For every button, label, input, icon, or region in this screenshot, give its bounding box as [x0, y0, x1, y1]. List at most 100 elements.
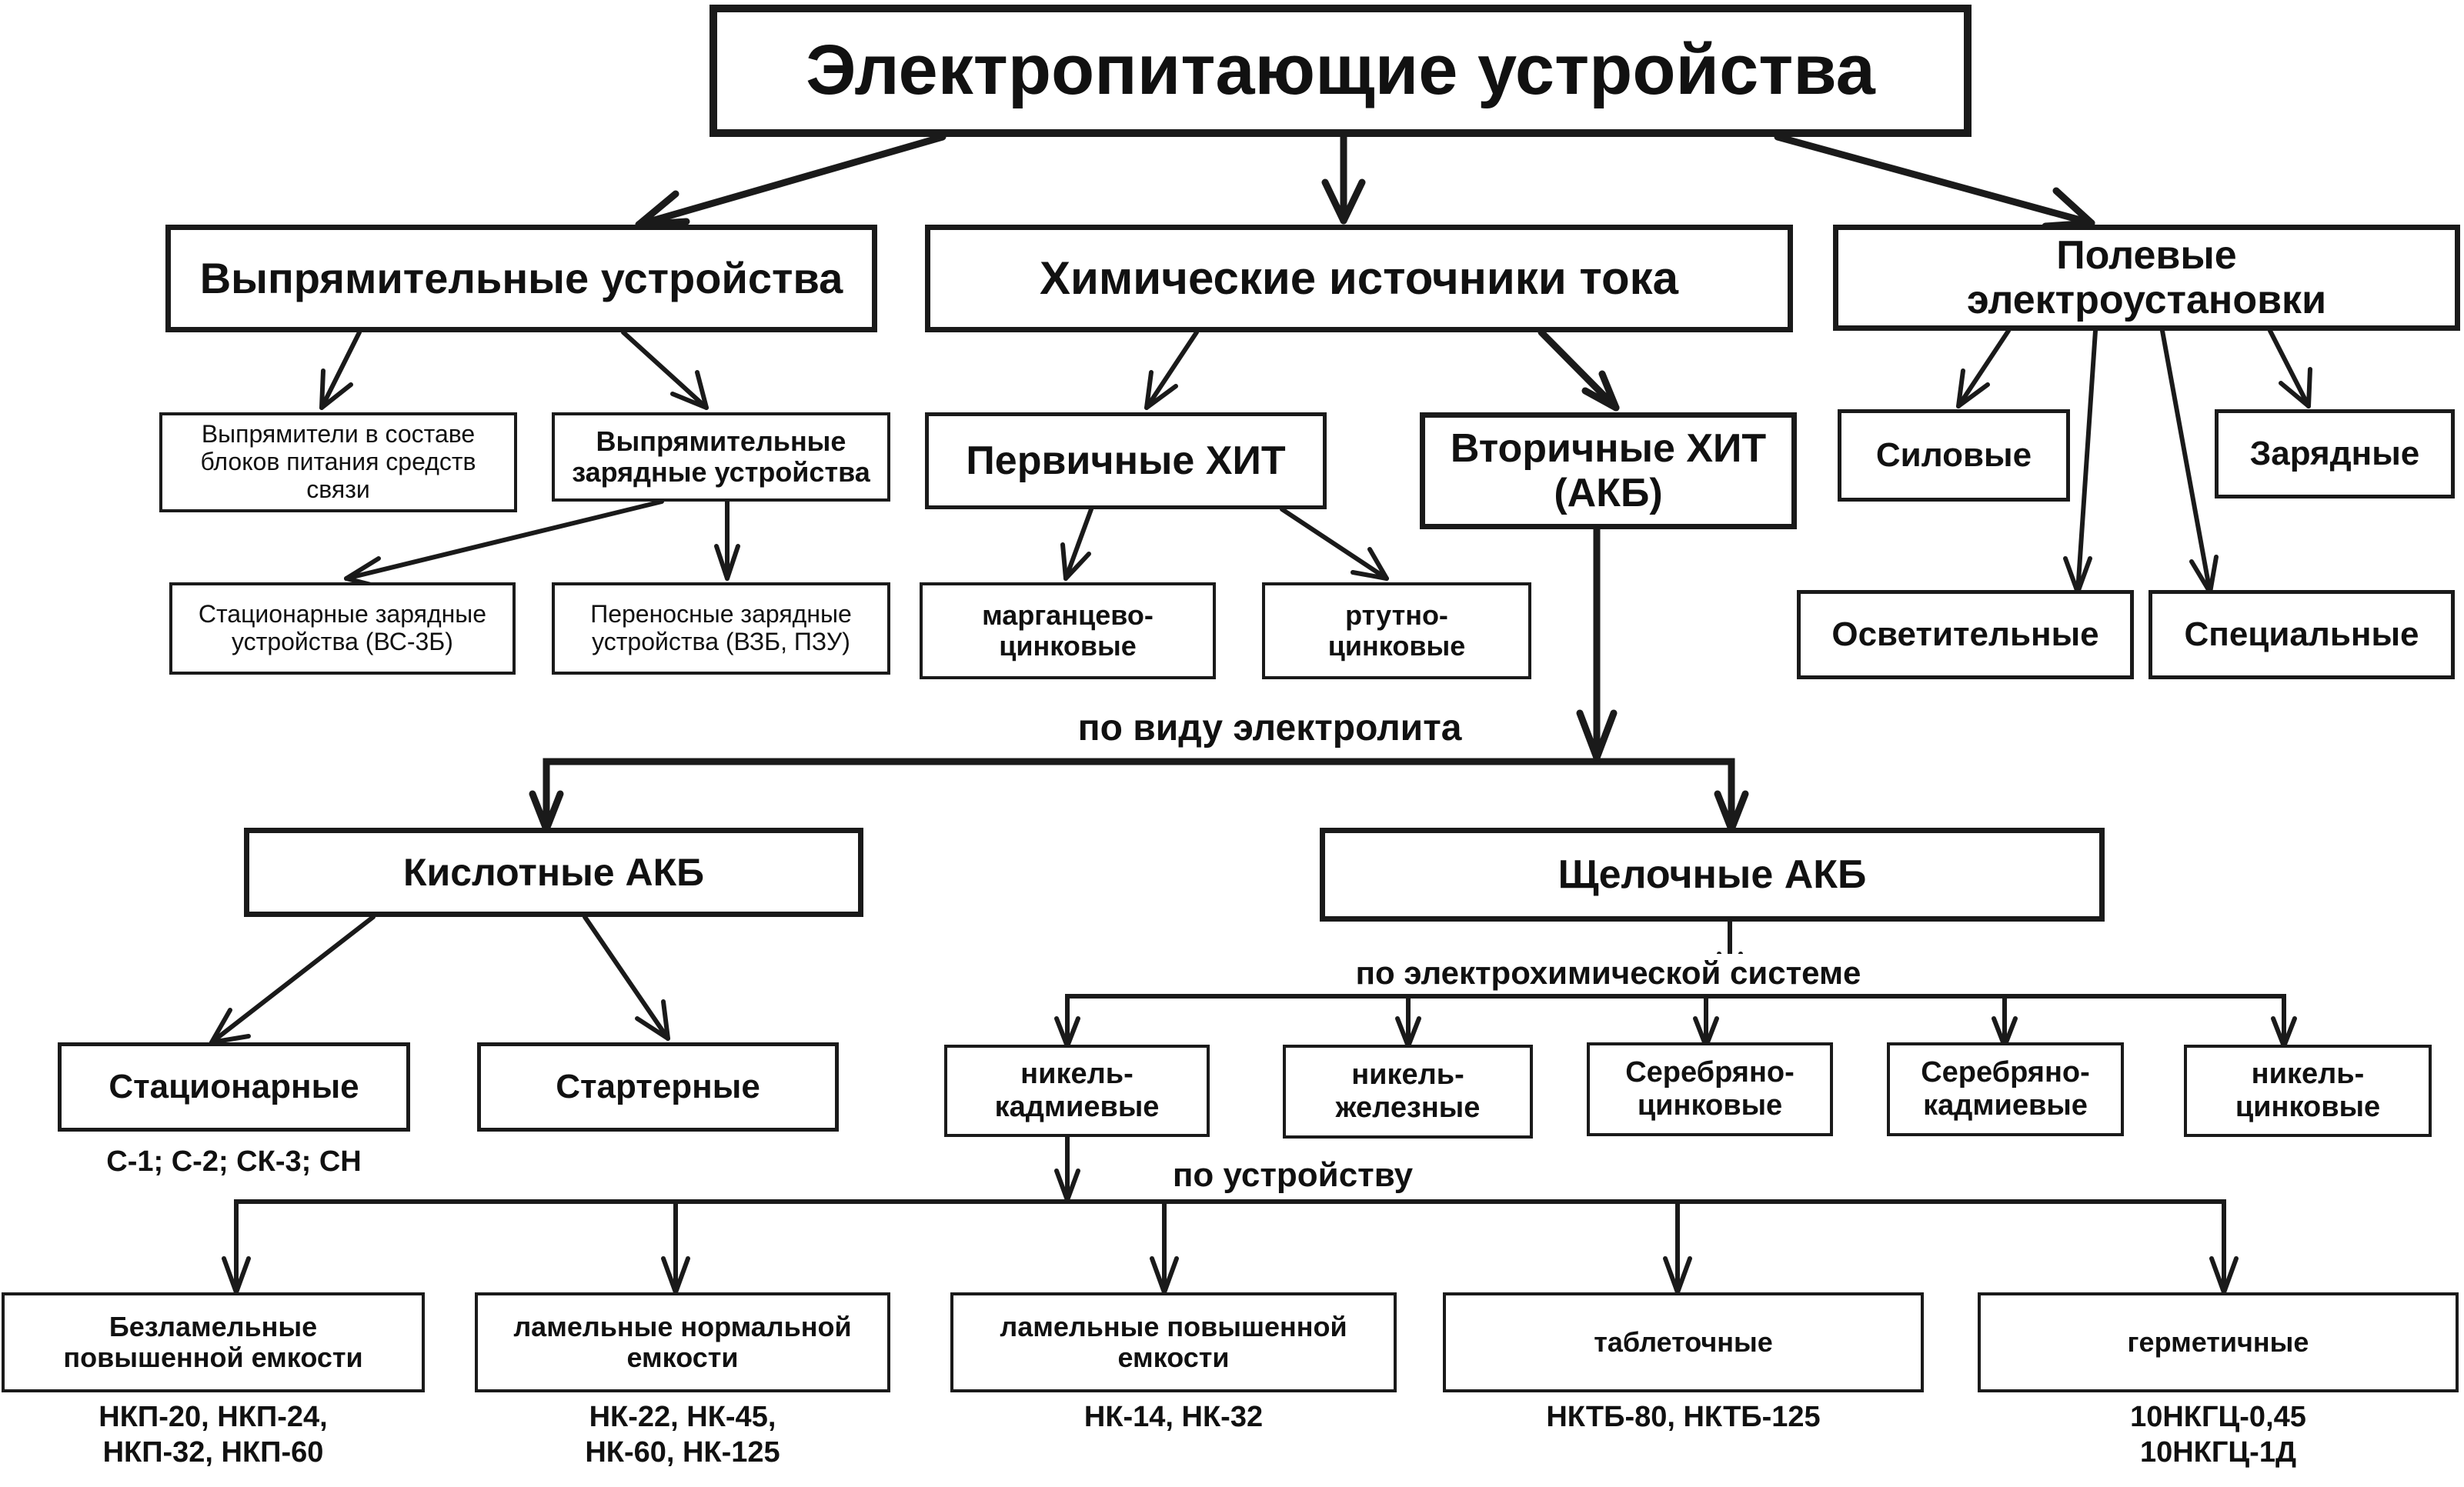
chargers-line1: Выпрямительные — [596, 425, 846, 457]
node-acid-stationary: Стационарные — [58, 1042, 410, 1132]
design-2-models-line2: НК-60, НК-125 — [585, 1435, 780, 1469]
design-split-line — [234, 1199, 2226, 1295]
in-comms-line1: Выпрямители в составе — [201, 420, 476, 448]
field-label-line1: Полевые — [2056, 232, 2237, 278]
arrow-chem-primary — [1144, 330, 1199, 410]
node-alkaline: Щелочные АКБ — [1320, 828, 2105, 922]
acid-starter-label: Стартерные — [556, 1068, 760, 1106]
design-2-line2: емкости — [626, 1342, 739, 1373]
alkaline-label: Щелочные АКБ — [1558, 852, 1867, 897]
node-title: Электропитающие устройства — [709, 5, 1972, 137]
alk-4-line1: Серебряно- — [1921, 1056, 2090, 1089]
secondary-line2: (АКБ) — [1554, 471, 1663, 515]
chargers-line2: зарядные устройства — [572, 456, 870, 488]
node-chemical: Химические источники тока — [925, 225, 1793, 332]
acid-models: С-1; С-2; СК-3; СН — [106, 1145, 362, 1178]
secondary-line1: Вторичные ХИТ — [1450, 425, 1767, 471]
arrow-field-special — [2160, 328, 2212, 595]
arrow-rect-in-comms — [319, 330, 362, 410]
alkaline-split-line — [1065, 994, 2286, 1049]
node-rect-chargers: Выпрямительные зарядные устройства — [552, 412, 890, 502]
chemical-label: Химические источники тока — [1039, 252, 1679, 305]
stationary-chargers-line2: устройства (ВС-3Б) — [232, 628, 453, 655]
electrolyte-split-line — [543, 758, 1735, 833]
acid-stationary-label: Стационарные — [109, 1068, 359, 1106]
stationary-chargers-line1: Стационарные зарядные — [198, 600, 487, 628]
node-primary: Первичные ХИТ — [925, 412, 1327, 509]
node-rectifiers: Выпрямительные устройства — [165, 225, 877, 332]
node-design-tablet: таблеточные — [1443, 1292, 1924, 1392]
node-acid: Кислотные АКБ — [244, 828, 863, 917]
node-design-no-lamella: Безламельные повышенной емкости — [2, 1292, 425, 1392]
arrow-title-rectifiers — [635, 133, 947, 228]
node-design-lamella-high: ламельные повышенной емкости — [950, 1292, 1397, 1392]
alk-3-line2: цинковые — [1637, 1089, 1783, 1122]
arrow-primary-manganese — [1063, 507, 1093, 581]
arrow-chem-secondary — [1537, 328, 1620, 412]
design-5-models-line2: 10НКГЦ-1Д — [2139, 1435, 2297, 1469]
design-5-line1: герметичные — [2127, 1325, 2309, 1358]
power-label: Силовые — [1875, 436, 2032, 475]
node-secondary: Вторичные ХИТ (АКБ) — [1420, 412, 1797, 529]
alk-1-line2: кадмиевые — [994, 1091, 1160, 1123]
node-portable-chargers: Переносные зарядные устройства (ВЗБ, ПЗУ… — [552, 582, 890, 675]
portable-chargers-line2: устройства (ВЗБ, ПЗУ) — [592, 628, 850, 655]
node-field-special: Специальные — [2148, 590, 2455, 679]
node-field-lighting: Осветительные — [1797, 590, 2134, 679]
node-manganese-zinc: марганцево- цинковые — [920, 582, 1216, 679]
node-alk-nickel-iron: никель- железные — [1283, 1045, 1533, 1139]
design-3-line1: ламельные повышенной — [1000, 1310, 1347, 1342]
arrow-primary-mercury — [1280, 507, 1389, 581]
caption-by-electrolyte: по виду электролита — [1077, 708, 1462, 749]
arrow-field-lighting — [2075, 328, 2098, 595]
node-alk-silver-zinc: Серебряно- цинковые — [1587, 1042, 1833, 1136]
design-1-models-line2: НКП-32, НКП-60 — [102, 1435, 324, 1469]
alk-2-line1: никель- — [1351, 1059, 1464, 1092]
design-4-line1: таблеточные — [1594, 1325, 1773, 1358]
alk-5-line1: никель- — [2251, 1058, 2365, 1091]
lighting-label: Осветительные — [1831, 615, 2099, 654]
title-text: Электропитающие устройства — [806, 31, 1875, 110]
mercury-line1: ртутно- — [1345, 598, 1448, 631]
alk-4-line2: кадмиевые — [1923, 1089, 2088, 1122]
node-field-charging: Зарядные — [2215, 409, 2455, 498]
node-field: Полевые электроустановки — [1833, 225, 2460, 331]
design-2-models: НК-22, НК-45, НК-60, НК-125 — [475, 1400, 890, 1470]
caption-by-design: по устройству — [1172, 1156, 1414, 1194]
design-5-models: 10НКГЦ-0,45 10НКГЦ-1Д — [1978, 1400, 2459, 1470]
alk-1-line1: никель- — [1020, 1058, 1134, 1091]
arrow-acid-starter — [583, 915, 670, 1041]
arrow-chargers-stationary — [344, 499, 664, 581]
in-comms-line3: связи — [306, 475, 370, 503]
node-stationary-chargers: Стационарные зарядные устройства (ВС-3Б) — [169, 582, 516, 675]
alk-3-line1: Серебряно- — [1625, 1056, 1795, 1089]
node-alk-silver-cadmium: Серебряно- кадмиевые — [1887, 1042, 2124, 1136]
manganese-line2: цинковые — [999, 630, 1137, 662]
design-3-models-line1: НК-14, НК-32 — [1083, 1401, 1264, 1433]
design-2-line1: ламельные нормальной — [513, 1310, 852, 1342]
in-comms-line2: блоков питания средств — [200, 448, 476, 476]
arrow-field-power — [1956, 328, 2011, 408]
design-1-line1: Безламельные — [109, 1310, 318, 1342]
mercury-line2: цинковые — [1327, 630, 1466, 662]
manganese-line1: марганцево- — [982, 598, 1154, 631]
rectifiers-label: Выпрямительные устройства — [199, 253, 843, 302]
arrow-rect-chargers — [621, 330, 709, 410]
node-design-lamella-normal: ламельные нормальной емкости — [475, 1292, 890, 1392]
field-label-line2: электроустановки — [1966, 278, 2327, 322]
arrow-acid-stationary — [209, 915, 376, 1045]
node-alk-nickel-cadmium: никель- кадмиевые — [944, 1045, 1210, 1137]
design-3-models: НК-14, НК-32 — [950, 1400, 1397, 1435]
node-alk-nickel-zinc: никель- цинковые — [2184, 1045, 2432, 1137]
portable-chargers-line1: Переносные зарядные — [590, 600, 852, 628]
special-label: Специальные — [2184, 615, 2419, 654]
design-4-models-line1: НКТБ-80, НКТБ-125 — [1546, 1401, 1821, 1433]
node-mercury-zinc: ртутно- цинковые — [1262, 582, 1531, 679]
design-1-line2: повышенной емкости — [63, 1342, 363, 1373]
alk-2-line2: железные — [1335, 1092, 1481, 1124]
design-1-models: НКП-20, НКП-24, НКП-32, НКП-60 — [2, 1400, 425, 1470]
design-5-models-line1: 10НКГЦ-0,45 — [2130, 1401, 2306, 1433]
primary-label: Первичные ХИТ — [966, 438, 1286, 483]
design-4-models: НКТБ-80, НКТБ-125 — [1443, 1400, 1924, 1435]
